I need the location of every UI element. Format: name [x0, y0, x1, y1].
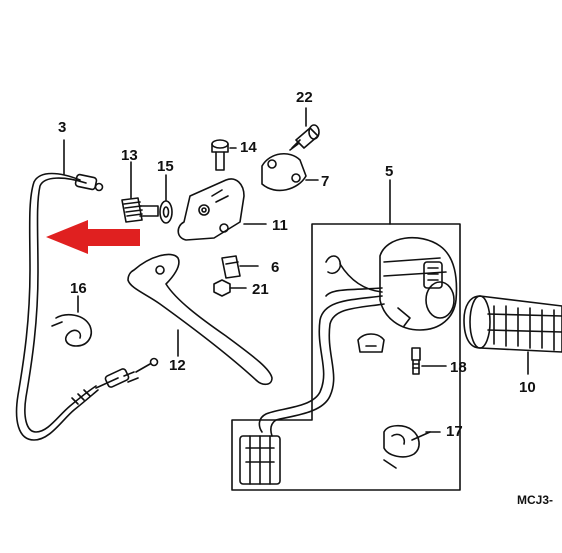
handlebar-grip — [463, 295, 562, 375]
lock-nut — [159, 174, 173, 224]
wire-connector — [239, 435, 281, 485]
callout-17: 17 — [446, 423, 463, 440]
callout-22: 22 — [296, 89, 313, 106]
callout-6: 6 — [271, 259, 280, 276]
lever-clamp — [261, 153, 319, 192]
highlight-arrow — [46, 220, 140, 254]
wiring-harness — [258, 255, 385, 437]
callout-16: 16 — [70, 280, 87, 297]
holder-screw — [289, 107, 320, 151]
clutch-lever — [127, 253, 273, 386]
callout-10: 10 — [519, 379, 536, 396]
diagram-reference-code: MCJ3- — [517, 493, 554, 507]
pivot-bolt — [211, 139, 237, 171]
callout-21: 21 — [252, 281, 269, 298]
wire-band — [383, 424, 441, 469]
cable-clip — [51, 295, 92, 347]
lever-bracket — [177, 178, 267, 241]
callout-3: 3 — [58, 119, 67, 136]
callout-15: 15 — [157, 158, 174, 175]
callout-13: 13 — [121, 147, 138, 164]
callout-18: 18 — [450, 359, 467, 376]
switch-screw — [411, 347, 447, 375]
callout-5: 5 — [385, 163, 394, 180]
callout-11: 11 — [272, 217, 288, 234]
callout-12: 12 — [169, 357, 186, 374]
callout-7: 7 — [321, 173, 330, 190]
harness-clamp — [357, 333, 385, 353]
clutch-switch — [221, 255, 259, 279]
switch-assembly-box — [231, 179, 461, 491]
callout-14: 14 — [240, 139, 257, 156]
clutch-cable — [15, 172, 159, 441]
handlebar-switch — [379, 237, 458, 331]
cable-adjuster — [121, 161, 159, 223]
switch-nut — [213, 279, 247, 297]
